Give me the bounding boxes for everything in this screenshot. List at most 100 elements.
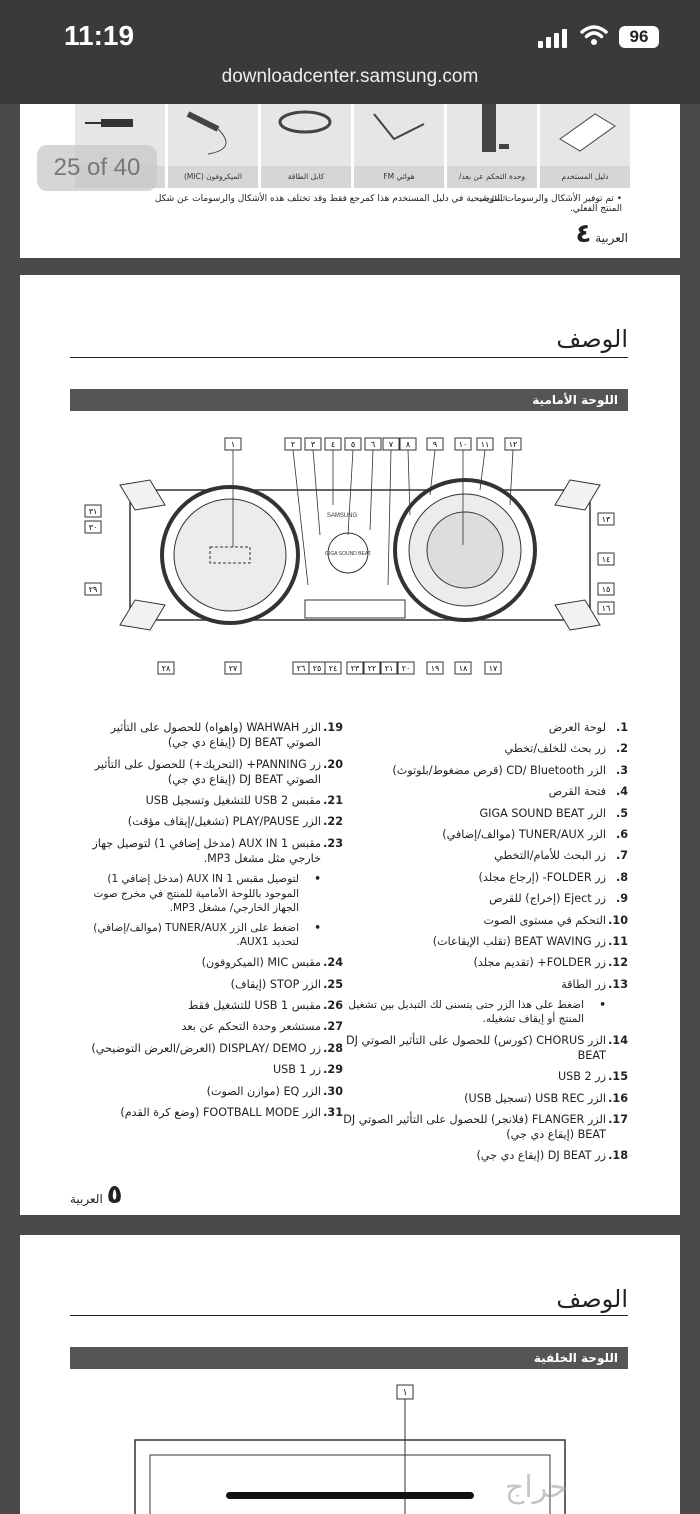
list-item: 31.الزر FOOTBALL MODE (وضع كرة القدم) [78, 1105, 343, 1120]
item-text: لتوصيل مقبس AUX IN 1 (مدخل إضافي 1) المو… [93, 873, 299, 914]
item-text: زر بحث للخلف/تخطي [504, 742, 606, 756]
item-number: 17. [608, 1112, 628, 1126]
page-footer: ٥ العربية [70, 1180, 123, 1210]
accessory-label: كابل الطاقة [261, 166, 351, 188]
left-column-list: 19.الزر WAHWAH (واهواه) للحصول على التأث… [78, 720, 343, 1126]
item-number: 28. [323, 1041, 343, 1055]
item-number: 20. [323, 757, 343, 771]
item-number: 4. [615, 785, 628, 799]
list-item: 24.مقبس MIC (الميكروفون) [78, 955, 343, 970]
page-counter: 25 of 40 [37, 145, 157, 191]
list-item: 1.لوحة العرض [343, 720, 628, 735]
callout: ٢ [291, 440, 295, 449]
title-rule [70, 1315, 628, 1316]
list-item: 27.مستشعر وحدة التحكم عن بعد [78, 1019, 344, 1034]
item-number: 14. [608, 1033, 628, 1047]
item-text: زر USB 2 [557, 1070, 606, 1084]
footer-page-number: ٥ [106, 1180, 123, 1210]
callout: ٢٤ [329, 664, 338, 673]
note-body: تم توفير الأشكال والرسومات التوضيحية في … [154, 194, 622, 214]
item-number: 2. [615, 742, 628, 756]
list-item: 25.الزر STOP (إيقاف) [78, 977, 343, 992]
list-item: 18.زر DJ BEAT (إيقاع دي جي) [343, 1148, 628, 1163]
accessory-label: هوائي FM [354, 166, 444, 188]
item-text: اضغط على الزر TUNER/AUX (موالف/إضافي) لت… [93, 921, 299, 949]
callout: ٨ [406, 440, 411, 449]
cellular-signal-icon [538, 28, 570, 48]
list-item: 20.زر PANNING+ (التحريك+) للحصول على الت… [78, 757, 343, 787]
item-text: لوحة العرض [548, 721, 606, 734]
item-text: الزر WAHWAH (واهواه) للحصول على التأثير … [110, 721, 321, 750]
right-column-list: 1.لوحة العرض 2.زر بحث للخلف/تخطي 3.الزر … [343, 720, 628, 1170]
accessory-power-cable: كابل الطاقة [261, 104, 351, 188]
callout: ٦ [371, 440, 375, 449]
watermark: حراج [505, 1470, 568, 1505]
callouts-top: ١ ٢ ٣ ٤ ٥ ٦ ٧ ٨ ٩ ١٠ ١١ ١٢ [224, 437, 522, 451]
item-number: 13. [608, 977, 628, 991]
callout: ٢٠ [402, 664, 411, 673]
callout: ٢٦ [297, 664, 306, 673]
item-text: الزر STOP (إيقاف) [230, 977, 321, 991]
item-text: زر Eject (إخراج) للقرص [489, 892, 606, 906]
list-item: 2. زر بحث للخلف/تخطي [343, 741, 628, 756]
item-text: زر BEAT WAVING (تقلب الإيقاعات) [432, 935, 606, 949]
callout: ٣٠ [89, 523, 98, 532]
microphone-icon [186, 111, 227, 155]
list-subitem: • اضغط على الزر TUNER/AUX (موالف/إضافي) ل… [78, 921, 343, 949]
item-number: 5. [615, 806, 628, 820]
callout: ٢٢ [368, 664, 377, 673]
list-item: 3.الزر CD/ Bluetooth (قرص مضغوط/بلوتوث) [343, 763, 628, 778]
callout: ١ [403, 1388, 408, 1398]
callout: ١٠ [459, 440, 468, 449]
item-number: 30. [323, 1084, 343, 1098]
item-number: 16. [608, 1091, 628, 1105]
item-text: الزر EQ (موازن الصوت) [206, 1084, 321, 1098]
callout: ٣ [311, 440, 316, 449]
item-text: زر PANNING+ (التحريك+) للحصول على التأثي… [94, 757, 321, 786]
section-header: اللوحة الخلفية [70, 1347, 628, 1369]
callout: ١٢ [509, 440, 518, 449]
callout: ٢٥ [313, 664, 322, 673]
footer-lang: العربية [70, 1192, 103, 1206]
list-item: 11.زر BEAT WAVING (تقلب الإيقاعات) [343, 934, 628, 949]
item-text: الزر TUNER/AUX (موالف/إضافي) [442, 828, 606, 842]
item-text: زر FOLDER- (إرجاع مجلد) [478, 870, 607, 884]
item-number: 23. [323, 836, 343, 850]
item-text: مقبس USB 2 للتشغيل وتسجيل USB [145, 794, 321, 808]
callout: ١١ [481, 440, 490, 449]
callout: ١٣ [602, 515, 611, 524]
list-item: 15.زر USB 2 [343, 1069, 628, 1084]
callout: ٢٩ [89, 585, 98, 594]
list-item: 22.الزر PLAY/PAUSE (تشغيل/إيقاف مؤقت) [78, 814, 343, 829]
note-text: • تم توفير الأشكال والرسومات التوضيحية ف… [154, 194, 622, 214]
item-number: 3. [615, 763, 628, 777]
item-text: الزر CHORUS (كورس) للحصول على التأثير ال… [346, 1033, 606, 1062]
accessory-mic: الميكروفون (MIC) [168, 104, 258, 188]
callout: ٤ [331, 440, 335, 449]
callout: ١٦ [602, 604, 611, 613]
item-number: 21. [323, 794, 343, 808]
callout: ٢٧ [229, 664, 238, 673]
page-title: الوصف [556, 1285, 628, 1313]
list-item: 5.الزر GIGA SOUND BEAT [343, 806, 629, 821]
list-item: 13.زر الطاقة [343, 977, 628, 992]
callout: ٢١ [385, 664, 394, 673]
item-number: 22. [323, 815, 343, 829]
callout: ٧ [389, 440, 394, 449]
item-number: 7. [615, 849, 628, 863]
item-text: التحكم في مستوى الصوت [483, 913, 607, 927]
callout: ٢٣ [351, 664, 360, 673]
footer-lang: العربية [595, 231, 628, 245]
item-bullet: • [314, 921, 321, 934]
manual-page-4: الميكروفون (MIC) كابل الطاقة هوائي FM وح… [20, 104, 680, 258]
list-item: 6.الزر TUNER/AUX (موالف/إضافي) [343, 827, 628, 842]
home-indicator[interactable] [226, 1492, 474, 1499]
manual-page-5: الوصف اللوحة الأمامية SAMSUNG GIGA SOUND… [20, 275, 680, 1215]
item-number: 18. [608, 1149, 628, 1163]
callouts-right: ١٣ ١٤ ١٥ ١٦ [597, 512, 615, 615]
accessory-label: دليل المستخدم [540, 166, 630, 188]
url-bar[interactable]: downloadcenter.samsung.com [221, 66, 479, 87]
adapter-icon [85, 119, 133, 127]
diagram-giga-label: GIGA SOUND BEAT [325, 551, 371, 557]
item-number: 9. [615, 892, 628, 906]
